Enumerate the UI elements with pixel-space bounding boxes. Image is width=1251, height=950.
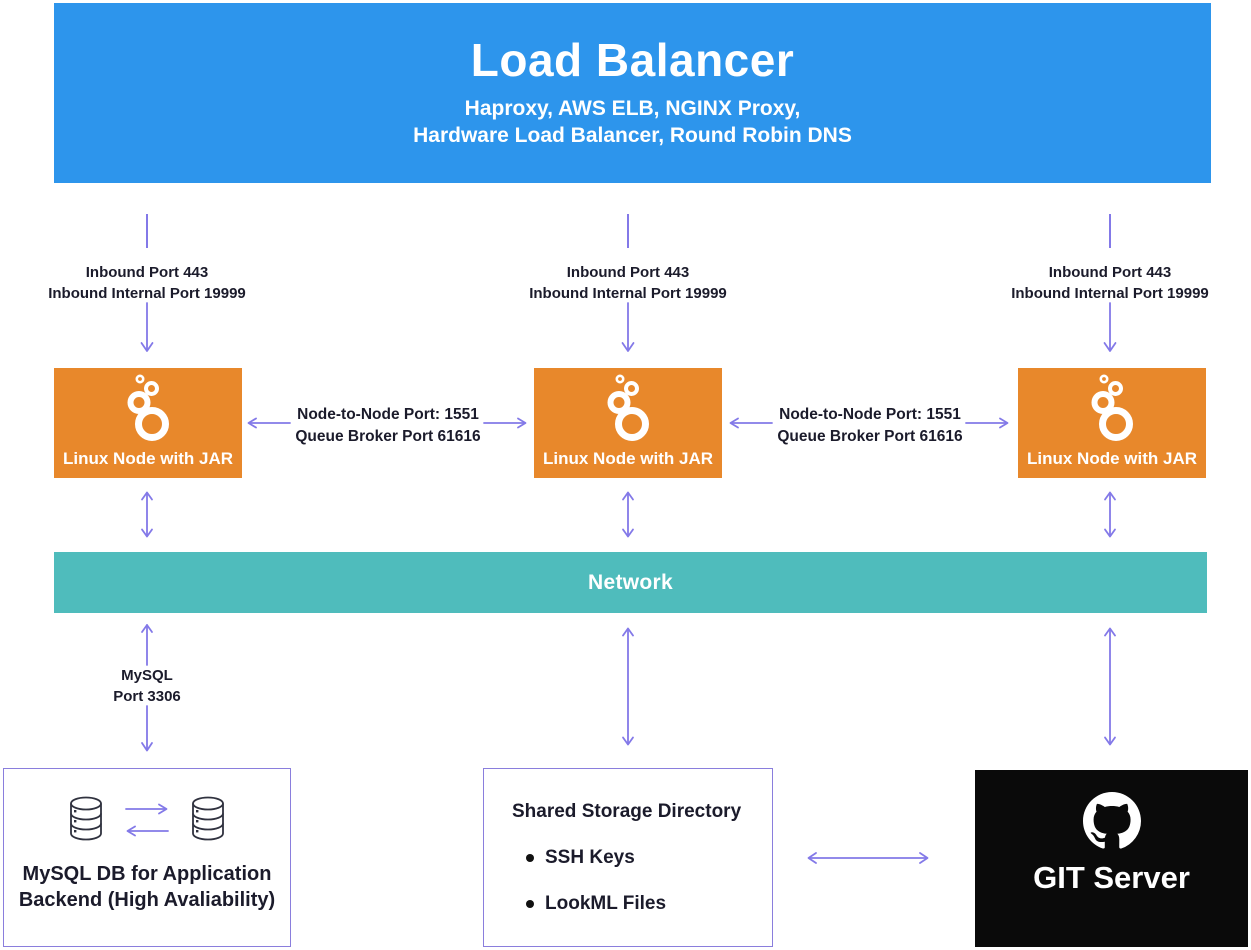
mysql-db-caption: MySQL DB for Application Backend (High A… (4, 861, 290, 913)
linux-node-label: Linux Node with JAR (1027, 449, 1197, 468)
database-icon (70, 796, 102, 841)
load-balancer-subtitle: Haproxy, AWS ELB, NGINX Proxy, Hardware … (54, 95, 1211, 150)
github-icon (1082, 792, 1141, 849)
node-link-label-line2: Queue Broker Port 61616 (777, 427, 963, 445)
storage-item-label: LookML Files (545, 893, 667, 914)
arrow-left-icon (729, 417, 773, 429)
database-icon (192, 796, 224, 841)
linux-node-label: Linux Node with JAR (63, 449, 233, 468)
connector-line (627, 214, 629, 248)
bullet-icon (526, 900, 534, 908)
arrow-left-icon (126, 825, 169, 837)
arrow-down-icon (621, 302, 635, 352)
storage-item-lookml-files: LookML Files (526, 893, 772, 915)
node-link-label-line1: Node-to-Node Port: 1551 (297, 406, 479, 423)
linux-node-label: Linux Node with JAR (543, 449, 713, 468)
mysql-port-label-line1: MySQL (121, 667, 173, 684)
looker-logo-icon (127, 374, 169, 441)
inbound-port-label-line2: Inbound Internal Port 19999 (1011, 285, 1209, 302)
load-balancer-subtitle-line2: Hardware Load Balancer, Round Robin DNS (413, 124, 852, 148)
git-server-box: GIT Server (975, 770, 1248, 947)
linux-node-box: Linux Node with JAR (1018, 368, 1206, 478)
node-link-label: Node-to-Node Port: 1551 Queue Broker Por… (770, 404, 970, 447)
network-bar: Network (54, 552, 1207, 613)
connector-line (1109, 214, 1111, 248)
double-arrow-vertical-icon (1104, 627, 1116, 746)
mysql-db-caption-line1: MySQL DB for Application (22, 863, 272, 885)
arrow-left-icon (247, 417, 291, 429)
git-server-label: GIT Server (1033, 860, 1190, 895)
double-arrow-vertical-icon (622, 491, 634, 538)
arrow-right-icon (483, 417, 527, 429)
load-balancer-title: Load Balancer (470, 34, 795, 86)
double-arrow-vertical-icon (141, 491, 153, 538)
bullet-icon (526, 854, 534, 862)
inbound-port-label: Inbound Port 443 Inbound Internal Port 1… (980, 262, 1240, 304)
shared-storage-title: Shared Storage Directory (512, 801, 742, 822)
inbound-port-label-line2: Inbound Internal Port 19999 (48, 285, 246, 302)
linux-node-box: Linux Node with JAR (54, 368, 242, 478)
node-link-label-line1: Node-to-Node Port: 1551 (779, 406, 961, 423)
mysql-db-caption-line2: Backend (High Avaliability) (18, 889, 276, 911)
double-arrow-vertical-icon (622, 627, 634, 746)
inbound-port-label-line1: Inbound Port 443 (566, 264, 690, 281)
network-label: Network (588, 570, 673, 594)
double-arrow-vertical-icon (1104, 491, 1116, 538)
linux-node-box: Linux Node with JAR (534, 368, 722, 478)
mysql-db-box: MySQL DB for Application Backend (High A… (3, 768, 291, 947)
arrow-down-icon (140, 302, 154, 352)
storage-item-ssh-keys: SSH Keys (526, 847, 772, 869)
shared-storage-box: Shared Storage Directory SSH Keys LookML… (483, 768, 773, 947)
inbound-port-label: Inbound Port 443 Inbound Internal Port 1… (17, 262, 277, 304)
connector-line (146, 214, 148, 248)
arrow-down-icon (141, 705, 153, 752)
storage-item-label: SSH Keys (545, 847, 635, 868)
inbound-port-label-line2: Inbound Internal Port 19999 (529, 285, 727, 302)
arrow-up-icon (141, 624, 153, 666)
replication-arrows (124, 803, 170, 837)
inbound-port-label-line1: Inbound Port 443 (1048, 264, 1172, 281)
double-arrow-horizontal-icon (807, 852, 929, 864)
mysql-port-label-line2: Port 3306 (113, 688, 181, 705)
load-balancer-subtitle-line1: Haproxy, AWS ELB, NGINX Proxy, (464, 97, 801, 120)
db-replication-row (4, 795, 290, 845)
mysql-port-label: MySQL Port 3306 (67, 665, 227, 707)
inbound-port-label-line1: Inbound Port 443 (85, 264, 209, 281)
arrow-right-icon (125, 803, 168, 815)
arrow-right-icon (965, 417, 1009, 429)
looker-logo-icon (1091, 374, 1133, 441)
node-link-label-line2: Queue Broker Port 61616 (295, 427, 481, 445)
inbound-port-label: Inbound Port 443 Inbound Internal Port 1… (498, 262, 758, 304)
arrow-down-icon (1103, 302, 1117, 352)
load-balancer-box: Load Balancer Haproxy, AWS ELB, NGINX Pr… (54, 3, 1211, 183)
looker-logo-icon (607, 374, 649, 441)
node-link-label: Node-to-Node Port: 1551 Queue Broker Por… (288, 404, 488, 447)
